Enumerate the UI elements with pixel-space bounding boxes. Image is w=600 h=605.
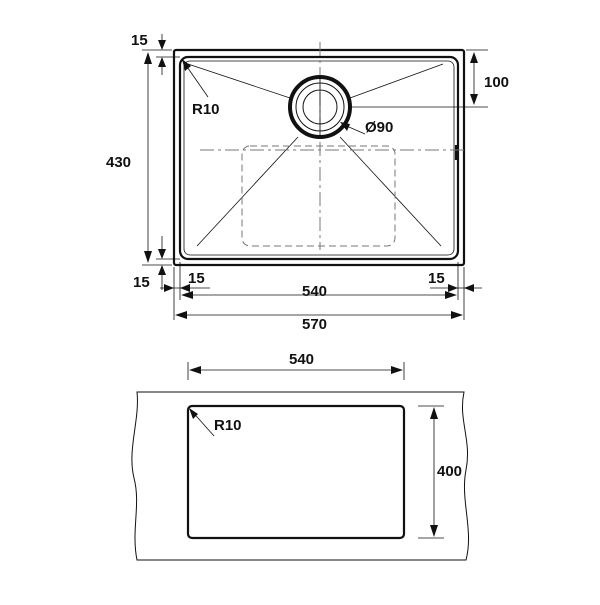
dim-cutout-height-label: 400 — [437, 463, 462, 480]
dimension-drain-offset-100: 100 — [350, 49, 509, 108]
sink-outer-rim — [172, 48, 466, 267]
dim-right-inset-label: 15 — [428, 270, 445, 287]
sink-cutout — [186, 404, 406, 540]
dimension-cutout-width-540: 540 — [187, 351, 405, 380]
dimension-outer-width-570: 570 — [175, 311, 463, 333]
dim-top-offset-label: 15 — [131, 32, 148, 49]
dim-left-inset-label: 15 — [188, 270, 205, 287]
dim-inner-width-label: 540 — [302, 283, 327, 300]
dim-height-label: 430 — [106, 154, 131, 171]
dim-outer-width-label: 570 — [302, 316, 327, 333]
countertop-cutout-view: R10 540 400 — [131, 351, 469, 561]
drain-diameter-callout: Ø90 — [340, 119, 393, 136]
dimension-top-offset-15: 15 — [131, 32, 180, 75]
dimension-left-inset-15: 15 — [160, 270, 210, 292]
radius-callout-top: R10 — [182, 59, 220, 118]
radius-callout-cutout: R10 — [189, 408, 242, 437]
dimension-cutout-height-400: 400 — [418, 405, 462, 539]
dimension-right-inset-15: 15 — [428, 270, 482, 292]
sink-inner-bowl — [178, 55, 460, 261]
bowl-slope-lines — [184, 62, 444, 247]
drain-diameter-label: Ø90 — [365, 119, 393, 136]
dimension-height-430: 430 — [106, 49, 172, 266]
bowl-sump-outline — [241, 145, 396, 247]
sink-inner-edge — [183, 60, 455, 256]
dim-drain-offset-label: 100 — [484, 74, 509, 91]
dimension-inner-width-540: 540 — [173, 262, 465, 320]
dim-cutout-width-label: 540 — [289, 351, 314, 368]
radius-label-cutout: R10 — [214, 417, 242, 434]
countertop-outline — [131, 391, 469, 561]
dimension-bottom-offset-15: 15 — [133, 236, 180, 291]
sink-top-view: 430 15 15 100 — [106, 32, 509, 333]
radius-label-top: R10 — [192, 101, 220, 118]
dim-bottom-offset-label: 15 — [133, 274, 150, 291]
